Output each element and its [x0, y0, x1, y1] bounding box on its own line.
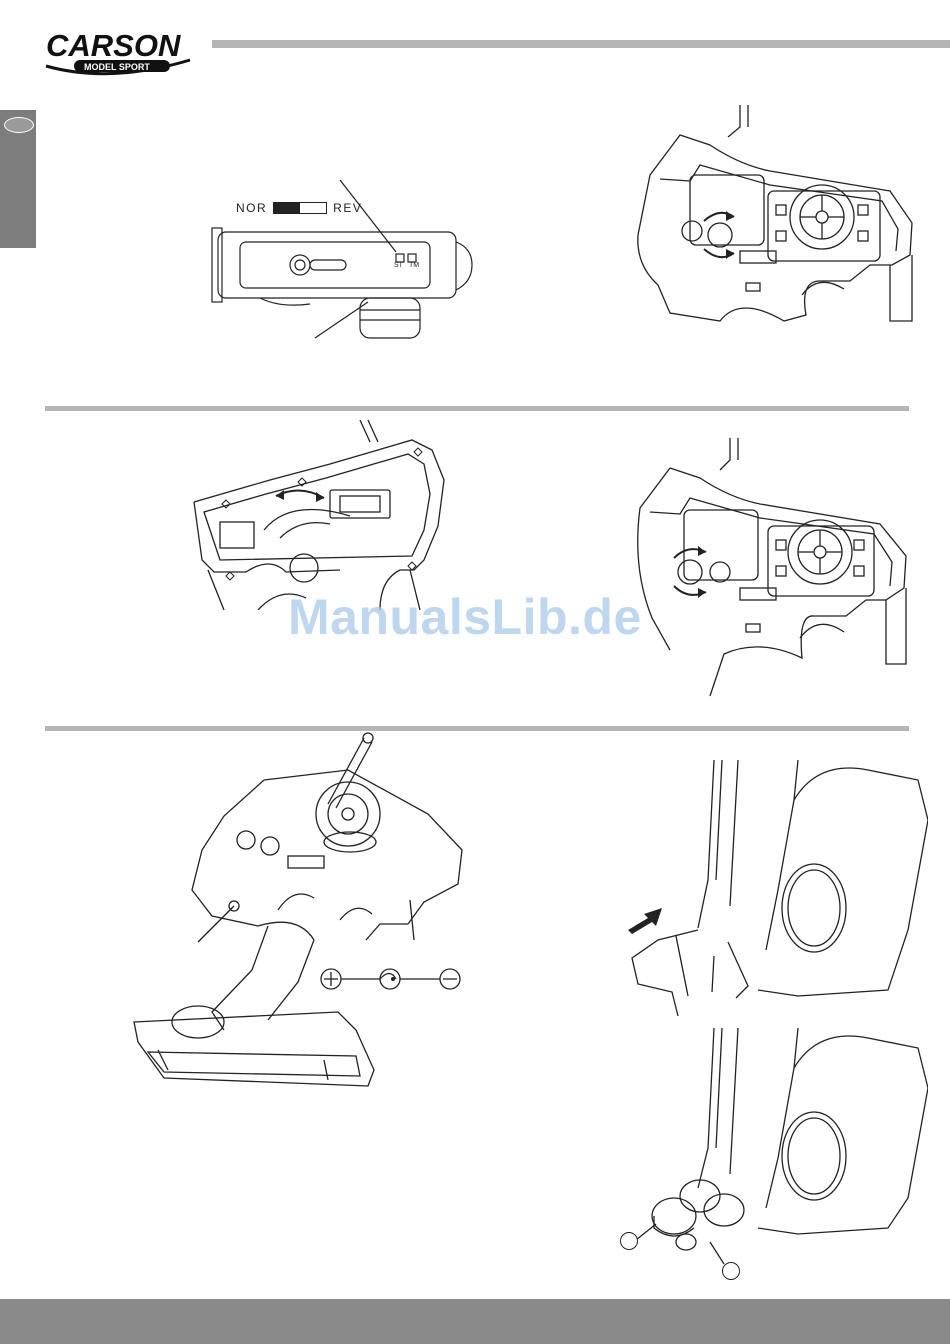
transmitter-top-view-figure [200, 170, 490, 345]
logo-wordmark: CARSON [46, 28, 181, 63]
battery-insertion-figure [618, 1028, 928, 1278]
callout-circle-2 [722, 1262, 740, 1280]
callout-circle-1 [620, 1232, 638, 1250]
transmitter-side-view-figure [180, 420, 470, 610]
transmitter-trim-dial-figure-1 [630, 105, 920, 330]
polarity-symbol [318, 966, 464, 992]
language-flag-icon [4, 117, 34, 133]
transmitter-perspective-figure [128, 730, 478, 1100]
carson-logo: CARSON MODEL SPORT [40, 22, 210, 78]
page-footer-bar [0, 1299, 950, 1344]
battery-cover-removal-figure [618, 760, 928, 1025]
transmitter-trim-dial-figure-2 [630, 438, 920, 698]
logo-tagline: MODEL SPORT [84, 62, 150, 72]
header-rule [212, 40, 950, 48]
section-divider-1 [45, 406, 909, 411]
watermark: ManualsLib.de [288, 588, 668, 646]
